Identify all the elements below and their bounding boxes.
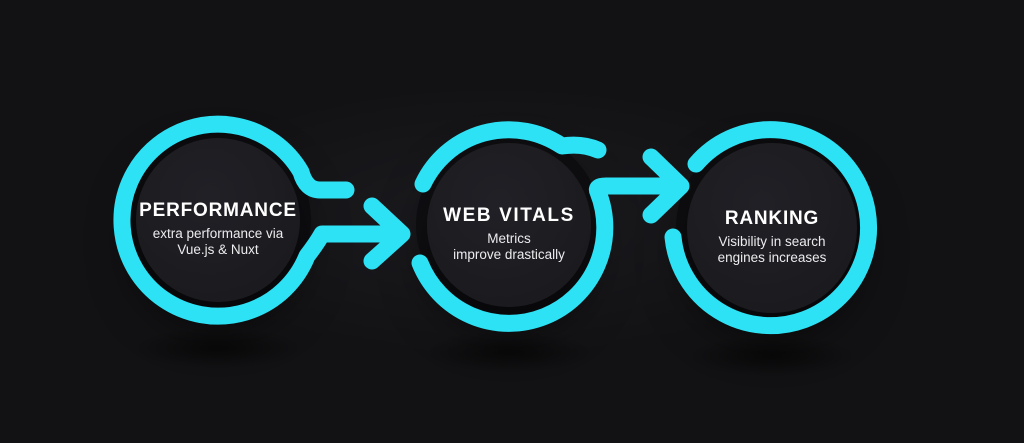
step-3-ranking-node: RANKING Visibility in search engines inc… bbox=[687, 143, 857, 313]
step-1-subtitle-line-1: extra performance via bbox=[152, 225, 284, 241]
step-2-subtitle-line-2: improve drastically bbox=[453, 247, 565, 262]
floor-shadow-1 bbox=[98, 318, 338, 378]
step-2-web-vitals-node: WEB VITALS Metrics improve drastically bbox=[427, 143, 591, 307]
step-1-subtitle-line-2: Vue.js & Nuxt bbox=[177, 242, 259, 257]
step-2-title: WEB VITALS bbox=[443, 204, 575, 226]
step-1-performance-node: PERFORMANCE extra performance via Vue.js… bbox=[136, 138, 300, 302]
floor-shadow-2 bbox=[389, 322, 629, 382]
step-1-text-block: PERFORMANCE extra performance via Vue.js… bbox=[139, 200, 297, 259]
floor-shadow-3 bbox=[652, 326, 892, 386]
step-1-title: PERFORMANCE bbox=[139, 199, 297, 221]
step-3-subtitle-line-2: engines increases bbox=[717, 250, 827, 265]
arrow-1-head-icon bbox=[363, 197, 411, 270]
step-3-title: RANKING bbox=[724, 207, 820, 229]
step-3-text-block: RANKING Visibility in search engines inc… bbox=[718, 208, 827, 267]
step-2-subtitle-line-1: Metrics bbox=[487, 230, 531, 246]
arrow-2-head-icon bbox=[642, 148, 690, 224]
step-2-text-block: WEB VITALS Metrics improve drastically bbox=[443, 205, 575, 264]
step-3-subtitle-line-1: Visibility in search bbox=[718, 233, 826, 249]
